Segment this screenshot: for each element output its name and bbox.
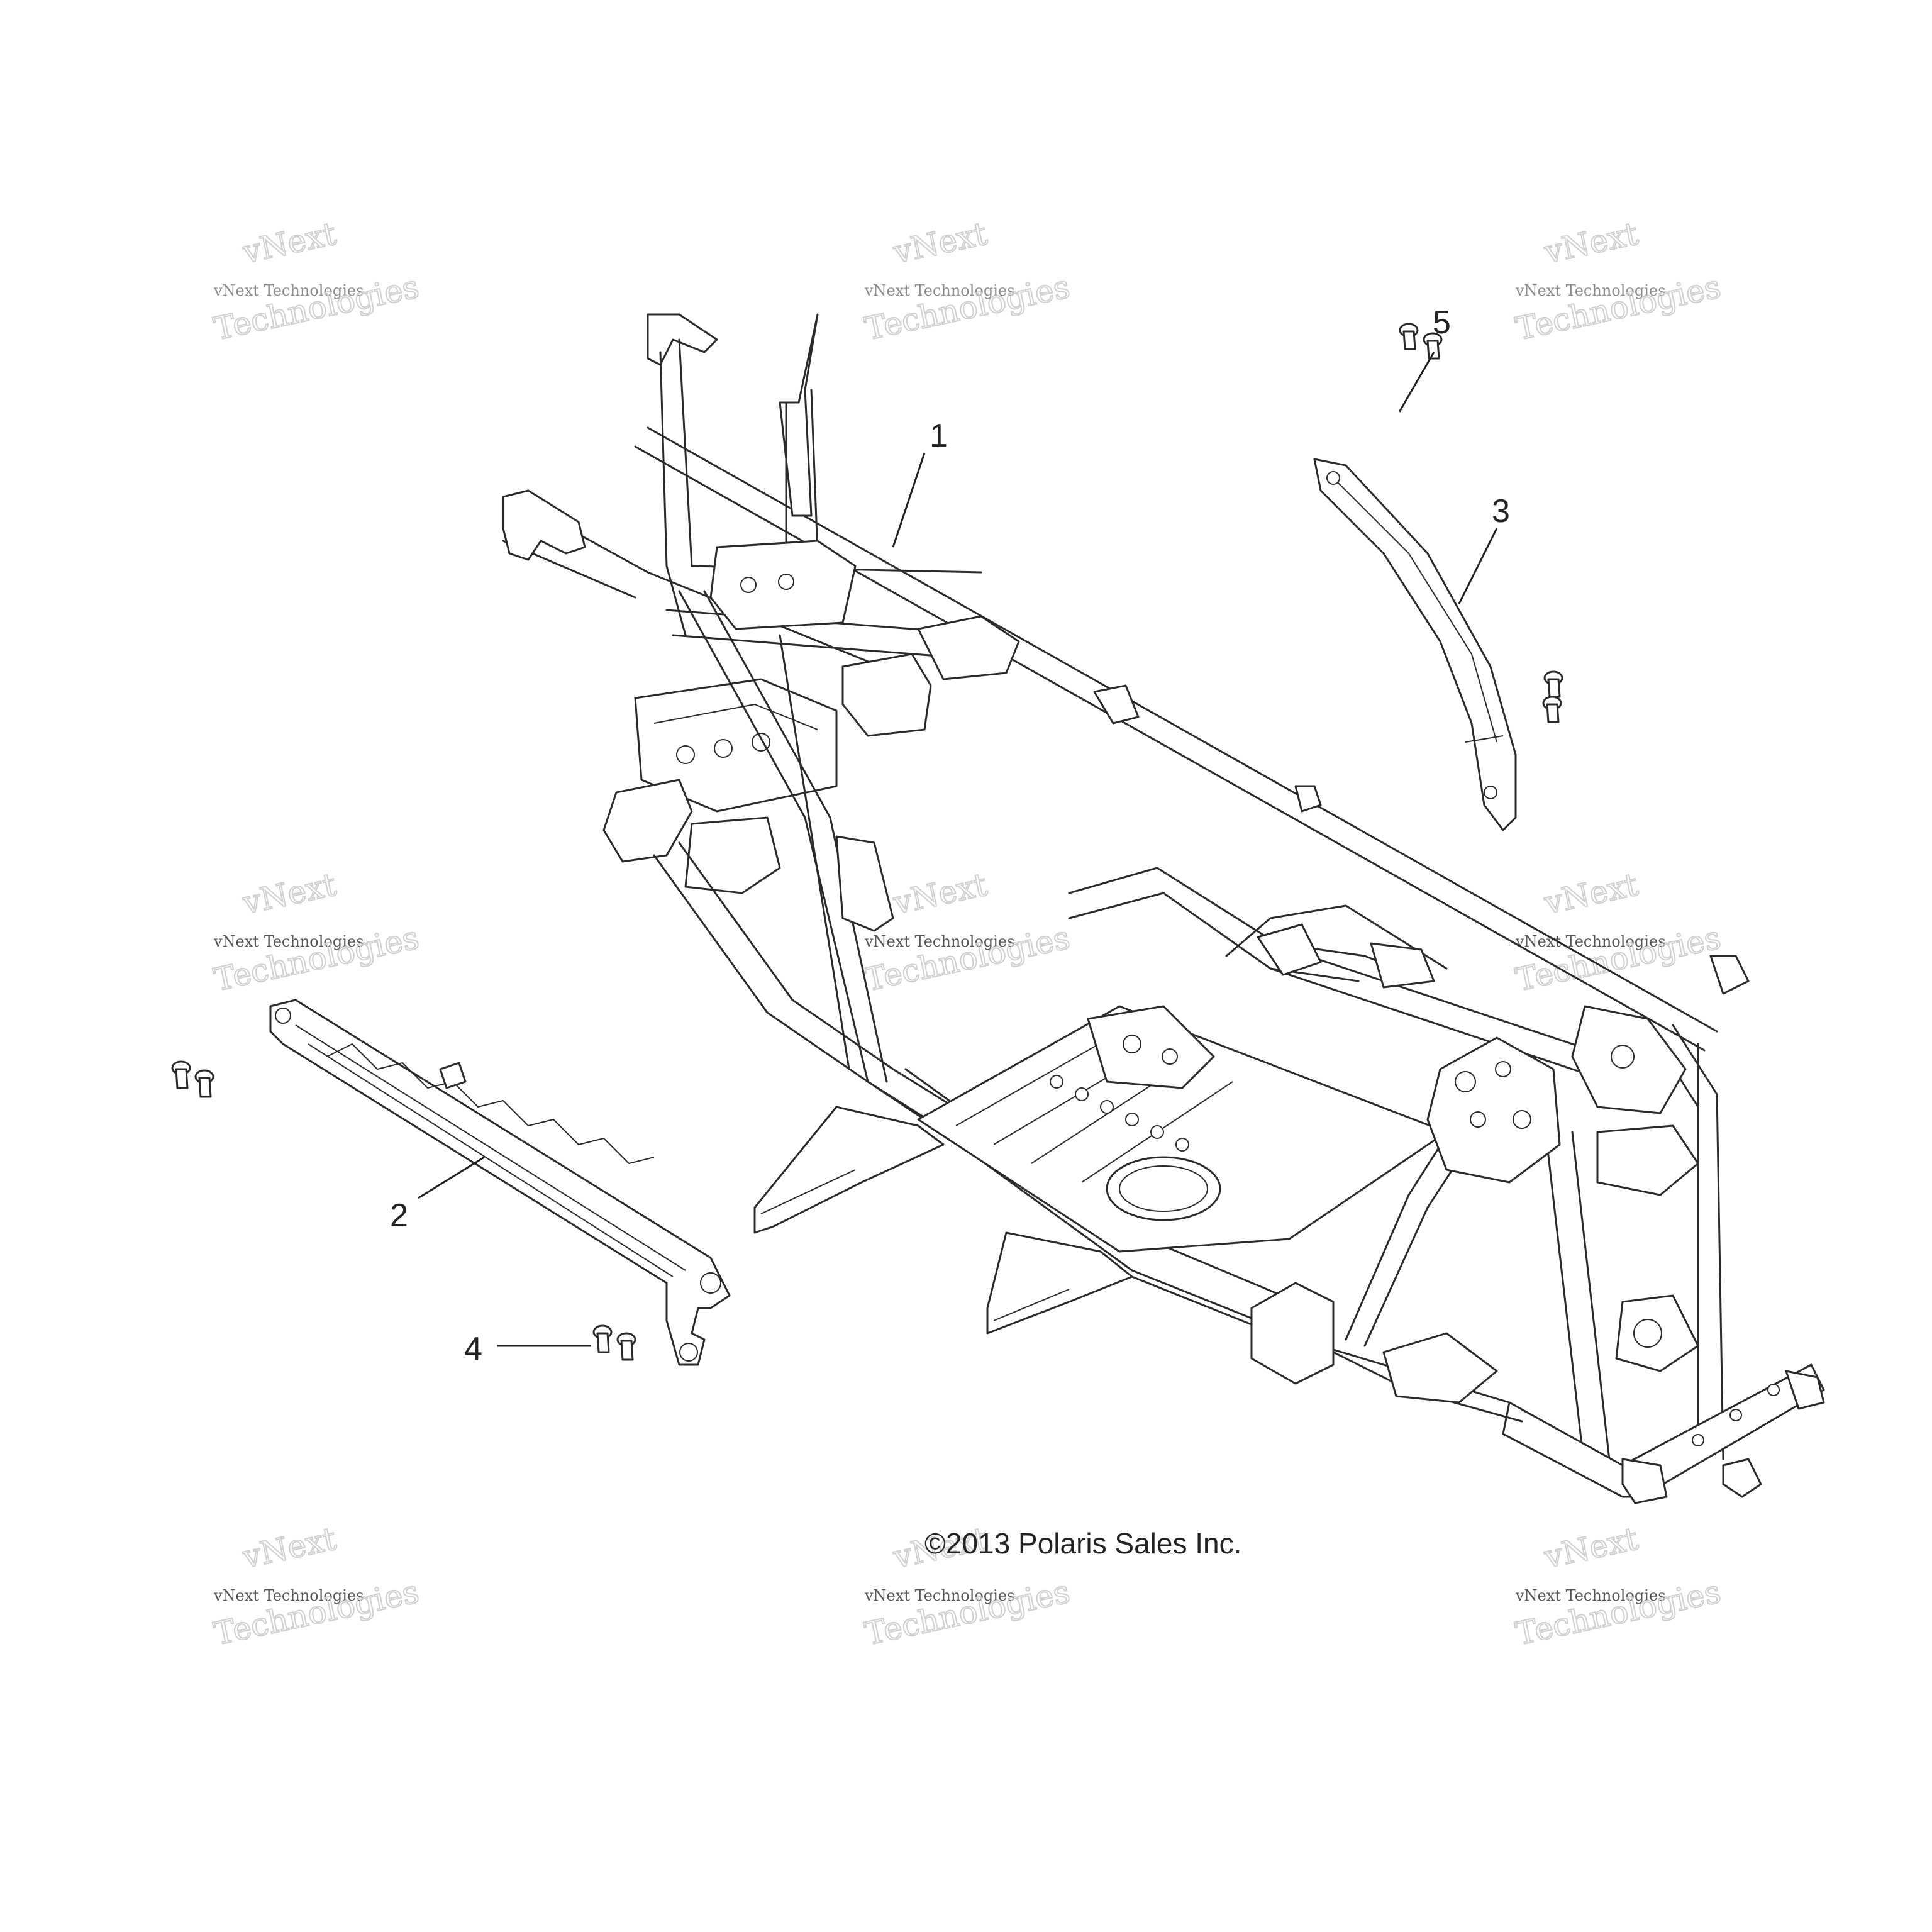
svg-text:Technologies: Technologies [862,269,1073,348]
bolts-part-4[interactable] [171,1060,636,1361]
bolt-icon [194,1069,214,1098]
watermark-top-center: vNext vNext Technologies Technologies [861,214,1074,348]
svg-text:vNext: vNext [239,866,340,921]
bolt-icon [1423,332,1443,360]
svg-text:Technologies: Technologies [862,1574,1073,1653]
curved-brace-part-3[interactable] [1313,458,1517,831]
svg-text:vNext: vNext [1541,1520,1641,1575]
svg-text:vNext: vNext [890,866,991,921]
callout-5: 5 [1433,304,1451,341]
callout-4: 4 [464,1331,482,1367]
callout-2: 2 [390,1197,408,1234]
leader-line-2 [418,1156,485,1199]
svg-text:Technologies: Technologies [1513,919,1724,999]
bolt-icon [592,1324,613,1353]
watermark-bottom-left: vNext vNext Technologies Technologies [210,1519,423,1653]
svg-text:Technologies: Technologies [862,919,1073,999]
bolt-icon [1542,696,1562,723]
svg-text:vNext Technologies: vNext Technologies [864,1587,1014,1604]
bolt-icon [171,1060,191,1089]
svg-text:vNext: vNext [239,1520,340,1575]
svg-text:vNext: vNext [1541,866,1641,921]
side-rail-part-2[interactable] [269,999,731,1366]
svg-text:Technologies: Technologies [211,919,422,999]
callout-3: 3 [1492,493,1510,530]
leader-line-1 [892,452,926,548]
svg-text:Technologies: Technologies [211,1574,422,1653]
leader-line-5 [1398,352,1435,413]
svg-text:vNext Technologies: vNext Technologies [864,282,1014,299]
main-frame-part-1[interactable] [502,313,1825,1504]
svg-text:vNext Technologies: vNext Technologies [1515,282,1665,299]
svg-text:Technologies: Technologies [1513,1574,1724,1653]
callout-1: 1 [930,418,948,454]
svg-text:vNext Technologies: vNext Technologies [1515,933,1665,950]
copyright-notice: ©2013 Polaris Sales Inc. [924,1527,1241,1560]
bolts-part-5[interactable] [1399,323,1563,723]
bolt-icon [1399,323,1419,350]
svg-text:vNext Technologies: vNext Technologies [864,933,1014,950]
svg-text:vNext Technologies: vNext Technologies [213,282,364,299]
watermark-mid-right: vNext vNext Technologies Technologies [1512,865,1724,999]
svg-text:vNext Technologies: vNext Technologies [213,933,364,950]
watermark-top-left: vNext vNext Technologies Technologies [210,214,423,348]
watermark-top-right: vNext vNext Technologies Technologies [1512,214,1724,348]
leader-line-3 [1458,528,1498,604]
watermark-bottom-right: vNext vNext Technologies Technologies [1512,1519,1724,1653]
watermark-mid-left: vNext vNext Technologies Technologies [210,865,423,999]
svg-text:vNext: vNext [1541,215,1641,270]
svg-text:vNext: vNext [890,215,991,270]
bolt-icon [1543,670,1563,698]
bolt-icon [616,1332,636,1361]
svg-text:vNext Technologies: vNext Technologies [1515,1587,1665,1604]
svg-text:Technologies: Technologies [211,269,422,348]
svg-text:Technologies: Technologies [1513,269,1724,348]
svg-text:vNext Technologies: vNext Technologies [213,1587,364,1604]
svg-text:vNext: vNext [239,215,340,270]
